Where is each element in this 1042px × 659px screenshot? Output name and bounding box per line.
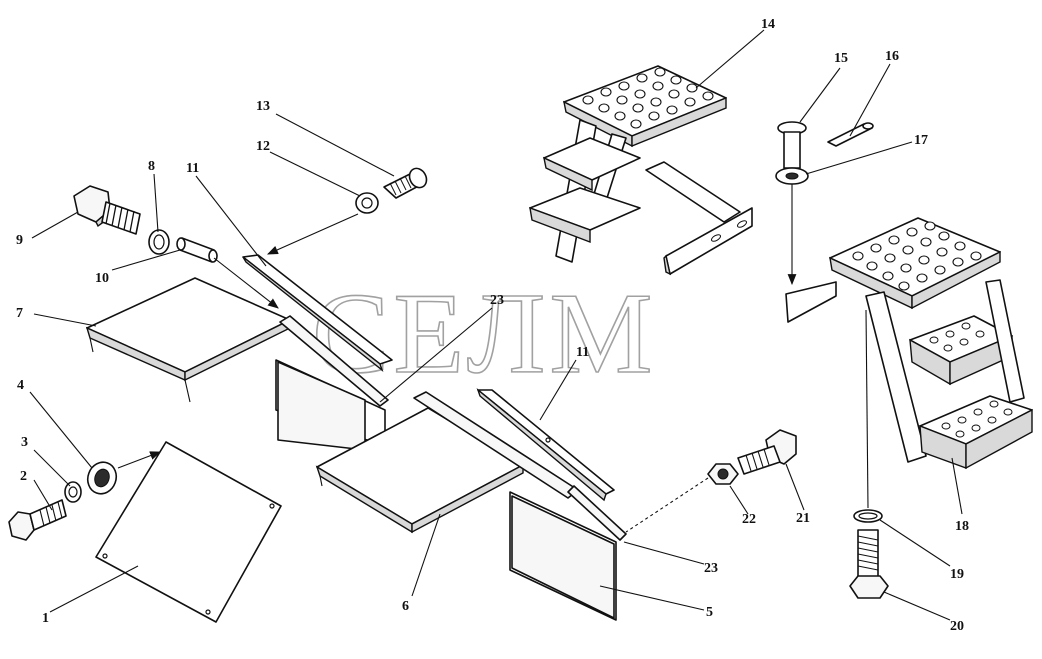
callout-16: 16 xyxy=(885,49,899,64)
callout-labels: 1 2 3 4 5 6 7 8 9 10 11 11 12 13 14 15 1… xyxy=(16,17,969,634)
callout-4: 4 xyxy=(17,378,24,393)
part-5-side-plate xyxy=(509,491,617,621)
part-22-hex-nut xyxy=(707,463,739,485)
callout-23-top: 23 xyxy=(490,293,504,308)
callout-13: 13 xyxy=(256,99,270,114)
callout-22: 22 xyxy=(742,512,756,527)
part-8-ring xyxy=(148,229,170,255)
callout-10: 10 xyxy=(95,271,109,286)
callout-7: 7 xyxy=(16,306,23,321)
callout-23-bottom: 23 xyxy=(704,561,718,576)
part-14-step-ladder xyxy=(529,65,753,276)
part-2-hex-bolt xyxy=(8,499,67,541)
part-18-ladder-assembly xyxy=(785,217,1033,470)
part-4-washer xyxy=(86,461,118,495)
part-21-bolt xyxy=(737,429,797,475)
part-11-angle-plate-left xyxy=(242,254,393,373)
assembly-arrows xyxy=(117,184,869,533)
callout-21: 21 xyxy=(796,511,810,526)
part-19-split-ring xyxy=(853,509,883,523)
callout-8: 8 xyxy=(148,159,155,174)
callout-leaders xyxy=(29,29,963,621)
part-9-bolt xyxy=(73,185,141,235)
callout-1: 1 xyxy=(42,611,49,626)
part-12-washer xyxy=(355,192,379,214)
callout-3: 3 xyxy=(21,435,28,450)
callout-18: 18 xyxy=(955,519,969,534)
part-15-pin xyxy=(777,121,807,169)
part-23-bracket-center xyxy=(413,391,627,541)
callout-17: 17 xyxy=(914,133,928,148)
part-23-bracket-left xyxy=(275,315,389,451)
part-17-washer xyxy=(775,167,809,185)
callout-20: 20 xyxy=(950,619,964,634)
callout-5: 5 xyxy=(706,605,713,620)
part-10-sleeve xyxy=(176,237,218,263)
callout-11-right: 11 xyxy=(576,345,589,360)
callout-6: 6 xyxy=(402,599,409,614)
callout-12: 12 xyxy=(256,139,270,154)
part-1-flat-plate xyxy=(95,441,282,623)
watermark-text: СЕЛМ xyxy=(312,270,657,398)
part-3-lock-washer xyxy=(64,481,82,503)
callout-19: 19 xyxy=(950,567,964,582)
part-7-cover-plate xyxy=(85,277,291,403)
part-13-threaded-pin xyxy=(383,167,428,199)
callout-14: 14 xyxy=(761,17,775,32)
part-11-angle-plate-right xyxy=(476,387,615,502)
callout-15: 15 xyxy=(834,51,848,66)
part-20-vertical-bolt xyxy=(849,529,889,599)
callout-11-left: 11 xyxy=(186,161,199,176)
callout-9: 9 xyxy=(16,233,23,248)
callout-2: 2 xyxy=(20,469,27,484)
